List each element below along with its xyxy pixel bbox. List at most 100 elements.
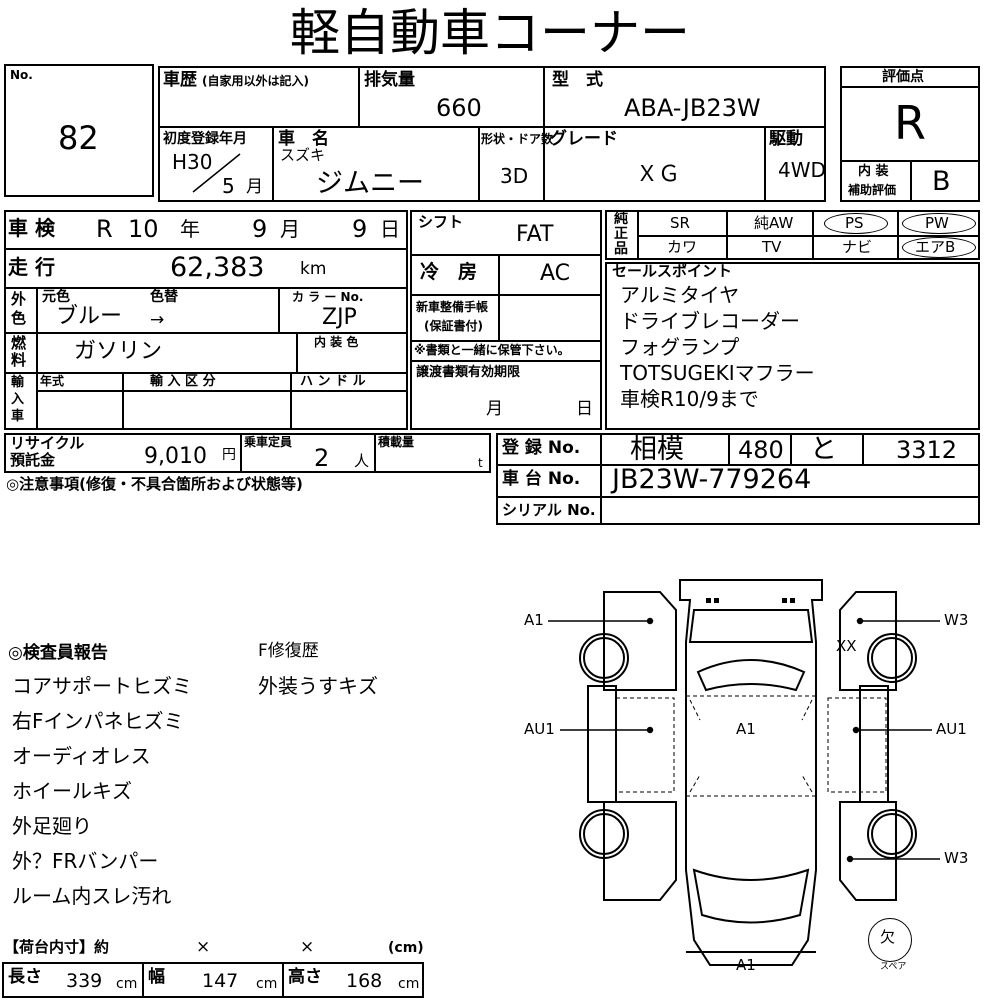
registration-kana: と — [810, 434, 837, 465]
import-side-3: 車 — [11, 409, 25, 424]
serial-label: シリアル No. — [502, 501, 596, 519]
cargo-unit-label: (cm) — [388, 940, 424, 956]
equip-side-1: 純 — [614, 211, 628, 227]
cargo-x1: × — [196, 937, 211, 957]
recycle-label-1: リサイクル — [10, 434, 85, 452]
sales-point-5: 車検R10/9まで — [620, 387, 759, 411]
left-rear-panel — [603, 801, 677, 901]
doors-label: 形状・ドア数 — [481, 132, 554, 146]
lot-box: No. 82 — [4, 64, 154, 197]
transfer-label: 譲渡書類有効期限 — [416, 365, 521, 380]
cargo-table — [2, 962, 424, 998]
car-name-label: 車 名 — [278, 129, 329, 149]
recycle-value: 9,010 — [144, 444, 207, 469]
car-diagram — [548, 579, 940, 966]
registration-area: 相模 — [630, 434, 684, 465]
load-label: 積載量 — [378, 435, 415, 449]
mark-front-right: W3 — [944, 611, 969, 629]
equip-airbag: エアB — [915, 238, 956, 256]
inspector-item-2: 右Fインパネヒズミ — [12, 709, 184, 733]
spare-tire-icon — [868, 918, 912, 962]
first-reg-month: 5 — [222, 174, 235, 198]
change-color-label: 色替 — [150, 289, 178, 305]
registration-block — [496, 433, 980, 525]
orig-color-label: 元色 — [42, 289, 70, 305]
spare-sub-label: スペア — [880, 962, 907, 972]
fuel-side-1: 燃 — [11, 334, 27, 352]
score-value: R — [894, 96, 926, 150]
lot-number: 82 — [58, 119, 99, 157]
inspector-label: ◎検査員報告 — [8, 643, 108, 663]
doors-value: 3D — [500, 164, 529, 188]
registration-class: 480 — [738, 436, 784, 464]
inspection-block — [4, 210, 408, 430]
right-front-panel — [839, 591, 897, 691]
import-side-1: 輸 — [11, 375, 25, 390]
recycle-row — [4, 433, 491, 473]
history-label: 車歴 — [163, 70, 197, 90]
sales-point-3: フォグランプ — [620, 335, 740, 359]
spare-label: 欠 — [880, 928, 896, 946]
recycle-unit: 円 — [222, 447, 236, 463]
equip-ps-circle — [824, 213, 888, 234]
interior-label-2: 補助評価 — [848, 183, 897, 197]
front-bumper — [688, 609, 814, 643]
drive-value: 4WD — [778, 158, 826, 182]
first-reg-slash — [192, 153, 241, 193]
equip-side-3: 品 — [614, 241, 628, 257]
wheel-rear-right — [867, 809, 917, 859]
equip-ps: PS — [845, 214, 864, 232]
first-reg-label: 初度登録年月 — [163, 131, 247, 147]
drive-label: 駆動 — [769, 129, 803, 149]
ac-label: 冷 房 — [420, 261, 478, 283]
cargo-length-unit: cm — [116, 976, 138, 992]
registration-label: 登 録 No. — [502, 438, 581, 458]
transfer-day-unit: 日 — [576, 399, 593, 419]
transfer-month-unit: 月 — [486, 399, 503, 419]
equip-leather: カワ — [667, 238, 698, 256]
shaken-day: 9 — [352, 215, 368, 243]
mileage-unit: km — [300, 259, 327, 279]
wheel-front-left — [579, 633, 629, 683]
equip-side-2: 正 — [614, 226, 628, 242]
color-code-value: ZJP — [322, 305, 357, 330]
color-code-label: カ ラ ー No. — [292, 290, 364, 304]
mark-roof: A1 — [736, 720, 756, 738]
mark-side-left: AU1 — [524, 720, 555, 738]
right-side-panel — [859, 685, 889, 803]
cargo-label: 【荷台内寸】約 — [4, 938, 110, 956]
vehicle-info-block — [158, 66, 826, 202]
displacement-value: 660 — [436, 94, 482, 122]
sales-points-label: セールスポイント — [612, 262, 733, 280]
cargo-length-label: 長さ — [8, 967, 42, 987]
capacity-label: 乗車定員 — [244, 435, 293, 449]
first-reg-month-unit: 月 — [246, 177, 263, 197]
displacement-label: 排気量 — [364, 70, 415, 90]
left-front-panel — [603, 591, 677, 691]
import-side-2: 入 — [11, 392, 25, 407]
mark-front-right-xx: XX — [836, 637, 857, 655]
inspector-item-7: ルーム内スレ汚れ — [12, 884, 172, 908]
spec-block — [410, 210, 602, 430]
cargo-width-unit: cm — [256, 976, 278, 992]
color-side-1: 外 — [11, 290, 27, 308]
shaken-year: 10 — [128, 215, 159, 243]
shaken-month: 9 — [252, 215, 268, 243]
chassis-label: 車 台 No. — [502, 469, 581, 489]
windshield — [696, 659, 806, 692]
import-year-label: 年式 — [40, 374, 65, 388]
mark-front-left: A1 — [524, 611, 544, 629]
shaken-day-unit: 日 — [380, 217, 400, 241]
color-side-2: 色 — [11, 309, 27, 327]
left-side-panel — [587, 685, 617, 803]
recycle-label-2: 預託金 — [10, 451, 56, 469]
inspector-item-1: コアサポートヒズミ — [12, 674, 192, 698]
sales-point-2: ドライブレコーダー — [620, 309, 800, 333]
wheel-rear-left — [579, 809, 629, 859]
interior-value: B — [932, 166, 951, 197]
right-rear-panel — [839, 801, 897, 901]
car-name: ジムニー — [316, 168, 424, 199]
load-unit: t — [478, 456, 483, 470]
mark-rear-right: W3 — [944, 849, 969, 867]
inspector-item-4: ホイールキズ — [12, 779, 132, 803]
